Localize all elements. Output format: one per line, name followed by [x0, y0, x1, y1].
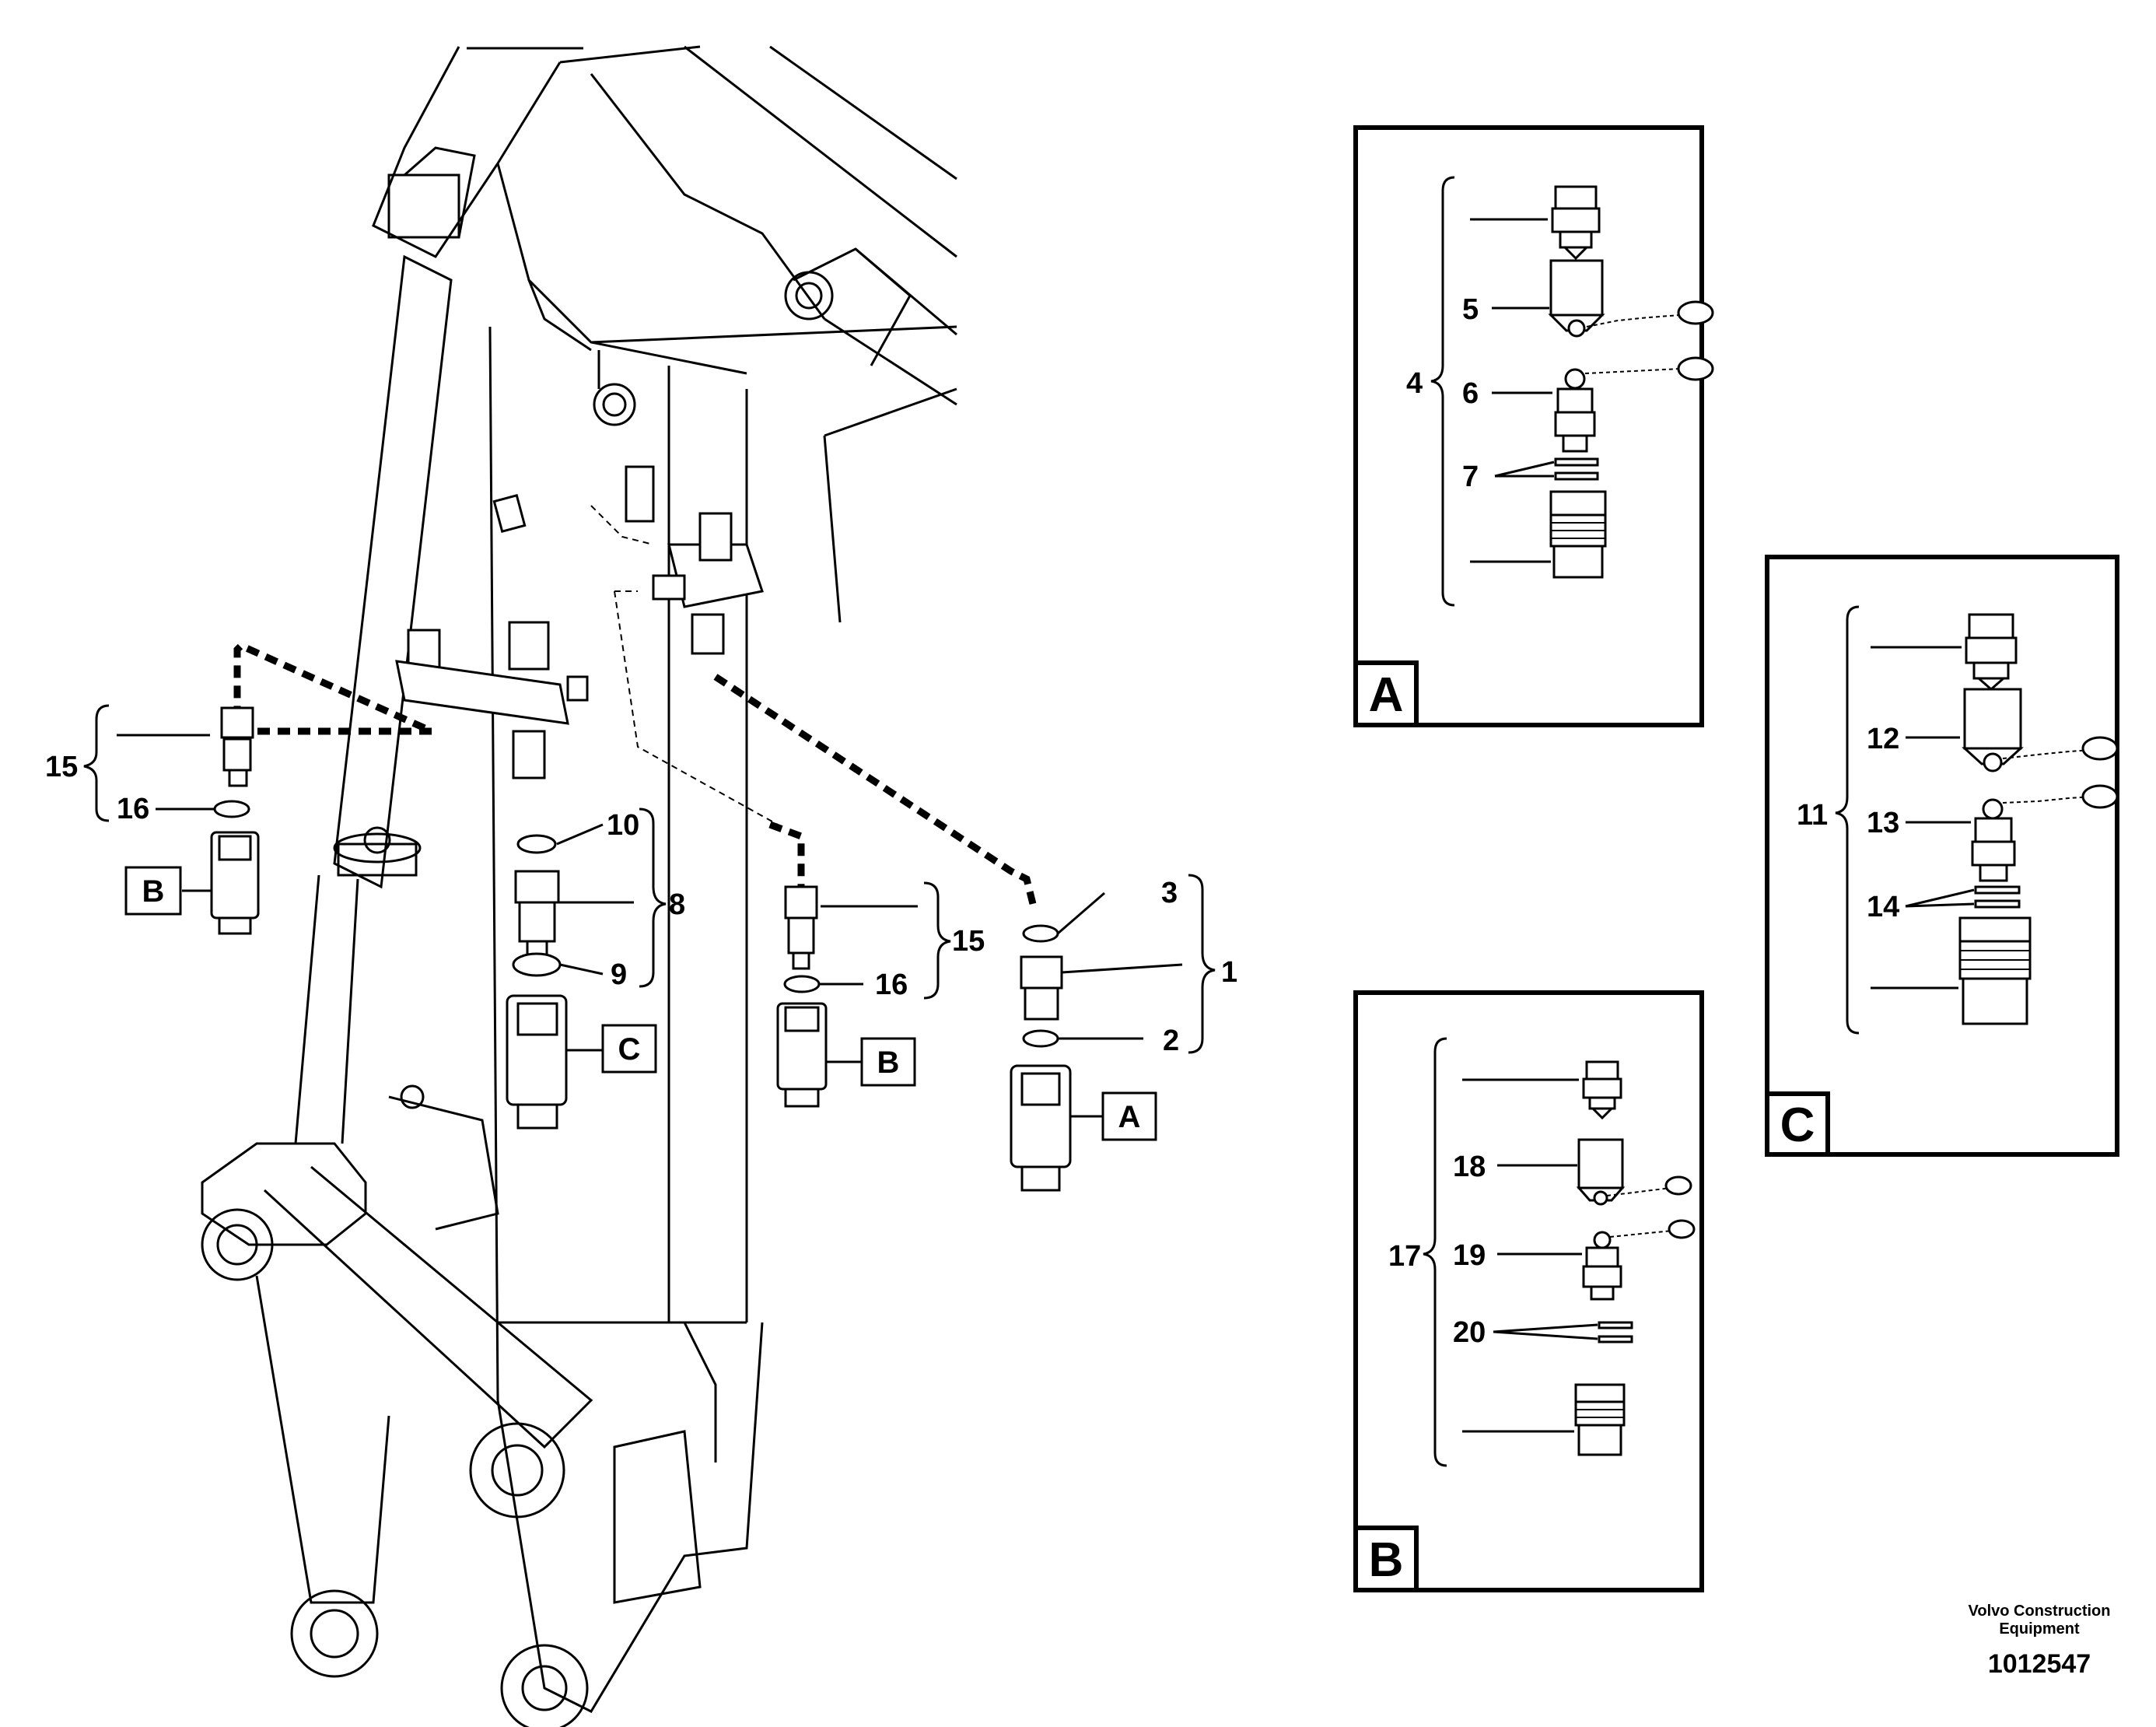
callout-16-left: 16 — [117, 793, 149, 825]
svg-text:A: A — [1118, 1100, 1141, 1134]
callout-8: 8 — [669, 888, 685, 921]
detail-panel-b: B 17 18 19 — [1353, 990, 1704, 1592]
manufacturer-line-2: Equipment — [1999, 1620, 2080, 1638]
arm-fittings — [395, 465, 764, 779]
panel-b-group-17: 17 — [1388, 1240, 1421, 1273]
panel-b-item-20: 20 — [1453, 1316, 1486, 1349]
svg-text:B: B — [877, 1046, 900, 1080]
seal-rings-14-icon — [1974, 885, 2021, 909]
panel-c-label: C — [1780, 1098, 1815, 1152]
adapter-8 — [514, 870, 560, 958]
adapter-1 — [1020, 955, 1063, 1021]
seal-rings-20-icon — [1598, 1321, 1633, 1343]
panel-b-label: B — [1369, 1533, 1404, 1587]
panel-b-item-19: 19 — [1453, 1239, 1486, 1272]
o-ring-16-mid — [783, 975, 821, 993]
detail-panel-a: A 4 5 6 — [1353, 125, 1714, 727]
o-ring-16-left — [213, 800, 250, 818]
ref-box-b-mid: B — [860, 1037, 916, 1087]
panel-a-item-7: 7 — [1462, 461, 1479, 493]
dust-plug-19-icon — [1582, 1219, 1696, 1301]
ref-box-b-left: B — [124, 866, 182, 916]
callout-2: 2 — [1163, 1025, 1179, 1057]
fitting-15-left — [220, 706, 254, 787]
dust-cap-18-icon — [1576, 1138, 1692, 1206]
seal-rings-7-icon — [1554, 457, 1599, 481]
panel-a-group-4: 4 — [1406, 367, 1423, 400]
callout-15-left: 15 — [45, 751, 78, 783]
callout-9: 9 — [611, 958, 627, 991]
detail-panel-c: C 11 12 13 — [1765, 555, 2119, 1157]
coupling-c — [506, 994, 568, 1130]
routing-lines — [233, 590, 1038, 912]
reference-boxes: B C B A — [124, 866, 1157, 1141]
callout-10: 10 — [607, 809, 639, 842]
manufacturer-line-1: Volvo Construction — [1969, 1603, 2111, 1620]
o-ring-2 — [1022, 1029, 1059, 1048]
callout-15-mid: 15 — [952, 925, 985, 958]
o-ring-10 — [516, 834, 557, 854]
o-ring-9 — [512, 952, 562, 977]
plug-nut-b-icon — [1582, 1060, 1622, 1120]
plug-nut-c-icon — [1965, 613, 2018, 691]
quick-coupling-female-icon — [1549, 490, 1607, 579]
dust-plug-13-icon — [1971, 784, 2119, 882]
panel-a-item-6: 6 — [1462, 377, 1479, 410]
panel-a-item-5: 5 — [1462, 293, 1479, 326]
panel-b-item-18: 18 — [1453, 1151, 1486, 1183]
fitting-15-mid — [784, 885, 818, 970]
panel-a-label: A — [1369, 668, 1404, 722]
callout-1: 1 — [1221, 956, 1237, 989]
boom-arm-illustration — [201, 45, 957, 1727]
panel-c-item-13: 13 — [1867, 807, 1899, 839]
coupling-b-mid — [776, 1002, 828, 1108]
o-ring-3 — [1022, 924, 1059, 943]
svg-text:B: B — [142, 874, 165, 909]
drawing-number: 1012547 — [1988, 1649, 2091, 1679]
panel-c-group-11: 11 — [1797, 799, 1828, 832]
dust-cap-12-icon — [1962, 688, 2119, 772]
plug-nut-icon — [1551, 185, 1601, 261]
quick-coupling-female-c-icon — [1958, 916, 2032, 1025]
callout-3: 3 — [1161, 877, 1178, 909]
main-callouts: 1 2 3 8 9 10 15 16 15 16 — [45, 751, 1237, 1057]
coupling-a — [1010, 1064, 1072, 1192]
ref-box-a: A — [1101, 1091, 1157, 1141]
dust-cap-5-icon — [1548, 259, 1714, 338]
svg-text:C: C — [618, 1032, 641, 1067]
callout-16-mid: 16 — [875, 969, 908, 1001]
panel-c-item-12: 12 — [1867, 723, 1899, 755]
ref-box-c: C — [601, 1024, 657, 1074]
dust-plug-6-icon — [1554, 356, 1714, 453]
panel-c-item-14: 14 — [1867, 891, 1899, 923]
quick-coupling-female-b-icon — [1574, 1383, 1626, 1456]
coupling-b-left — [210, 831, 260, 935]
figure-footer: Volvo Construction Equipment 1012547 — [1969, 1603, 2111, 1679]
loose-parts — [210, 706, 1072, 1192]
callout-leaders — [83, 704, 1216, 1118]
